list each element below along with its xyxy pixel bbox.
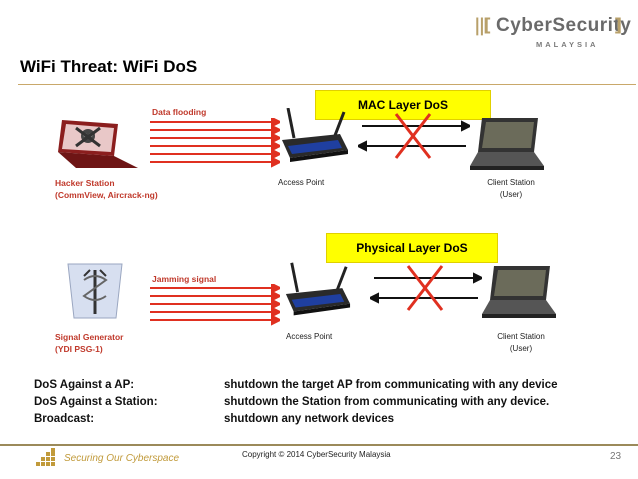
data-flooding-arrows <box>150 118 280 168</box>
signal-generator-label: Signal Generator (YDI PSG-1) <box>55 331 124 355</box>
client-station-role-2: (User) <box>509 344 533 353</box>
attack-row: Broadcast: shutdown any network devices <box>34 411 634 428</box>
slide-title: WiFi Threat: WiFi DoS <box>20 57 198 76</box>
hacker-laptop-icon <box>58 120 138 168</box>
attack-row: DoS Against a AP: shutdown the target AP… <box>34 377 634 394</box>
attack-effect: shutdown the Station from communicating … <box>224 396 550 408</box>
signal-generator-model: (YDI PSG-1) <box>55 344 103 354</box>
attack-target: DoS Against a Station: <box>34 396 158 408</box>
client-station-label-mac: Client Station (User) <box>478 177 544 201</box>
jamming-signal-label: Jamming signal <box>152 274 217 284</box>
logo-brackets-icon: ||[ <box>474 15 491 36</box>
hacker-station-tools: (CommView, Aircrack-ng) <box>55 190 158 200</box>
client-laptop-icon-2 <box>482 266 556 318</box>
logo-name: CyberSecurity <box>496 15 632 36</box>
hacker-station-label: Hacker Station (CommView, Aircrack-ng) <box>55 177 158 201</box>
client-laptop-icon <box>470 118 544 170</box>
logo-bracket-right-icon: ] <box>614 15 622 36</box>
blocked-link-cross-icon <box>358 113 470 159</box>
title-divider <box>18 84 636 85</box>
physical-layer-badge: Physical Layer DoS <box>326 233 498 263</box>
access-point-router-icon-2 <box>285 262 351 316</box>
client-station-role: (User) <box>499 190 523 199</box>
access-point-router-icon <box>282 108 348 162</box>
attack-target: Broadcast: <box>34 413 95 425</box>
data-flooding-label: Data flooding <box>152 107 207 117</box>
client-station-name: Client Station <box>487 178 535 187</box>
access-point-label-mac: Access Point <box>278 178 325 187</box>
attack-effect: shutdown any network devices <box>224 413 394 425</box>
footer-logo-icon <box>36 448 55 466</box>
attack-row: DoS Against a Station: shutdown the Stat… <box>34 394 634 411</box>
access-point-label-phy: Access Point <box>286 332 333 341</box>
page-number: 23 <box>610 451 622 462</box>
signal-generator-icon <box>67 263 123 319</box>
hacker-station-name: Hacker Station <box>55 178 115 188</box>
header-logo: ||[ CyberSecurity ] MALAYSIA <box>474 15 634 55</box>
footer-slogan: Securing Our Cyberspace <box>64 453 180 464</box>
jamming-signal-arrows <box>150 284 280 326</box>
logo-subtitle: MALAYSIA <box>536 40 599 49</box>
footer-divider <box>0 444 638 446</box>
attack-types-table: DoS Against a AP: shutdown the target AP… <box>34 377 634 428</box>
footer-copyright: Copyright © 2014 CyberSecurity Malaysia <box>242 450 391 459</box>
blocked-link-cross-icon-2 <box>370 265 482 311</box>
attack-effect: shutdown the target AP from communicatin… <box>224 379 558 391</box>
client-station-label-phy: Client Station (User) <box>488 331 554 355</box>
client-station-name-2: Client Station <box>497 332 545 341</box>
attack-target: DoS Against a AP: <box>34 379 135 391</box>
signal-generator-name: Signal Generator <box>55 332 124 342</box>
